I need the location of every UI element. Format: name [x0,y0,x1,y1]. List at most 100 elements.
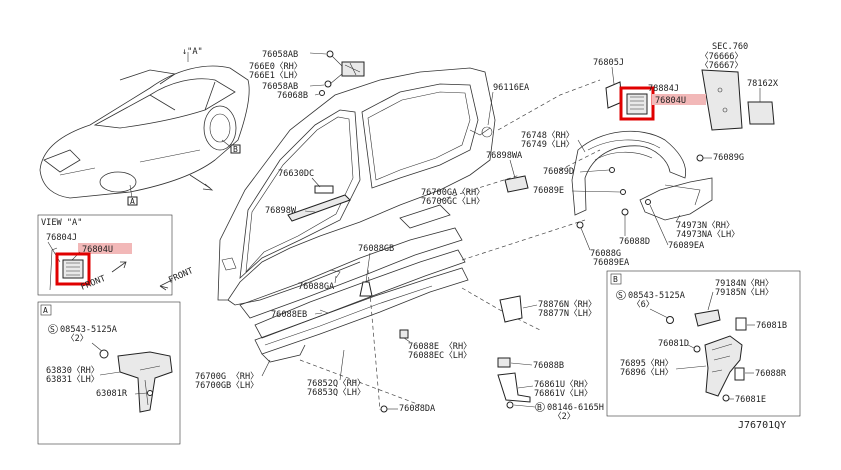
label-76700g: 76700G 〈RH〉 [195,372,259,382]
label-76804u-main: 76804U [655,96,686,106]
label-76088g: 76088G [590,249,621,259]
svg-text:S: S [618,291,623,300]
label-76081e: 76081E [735,395,766,405]
clip-76089e [620,189,626,195]
ref-b-label: B [233,145,238,154]
label-63830: 63830〈RH〉 [46,366,99,376]
body-side-panel [217,67,496,306]
label-76896: 76896〈LH〉 [620,368,673,378]
screw-symbol-box-a: S [48,324,58,334]
highlight-76804u-view [78,243,132,254]
box-a-ref: A [43,306,48,315]
clip-76089d [609,167,615,173]
label-96116ea: 96116EA [493,83,530,93]
label-76081d: 76081D [658,339,689,349]
clip-63081r [147,390,153,396]
clip-76068b [319,90,325,96]
label-766e1: 766E1〈LH〉 [249,71,302,81]
label-76898wa: 76898WA [486,151,523,161]
clip-76081d [693,345,701,353]
label-76088r: 76088R [755,369,787,379]
label-78876n: 78876N〈RH〉 [538,300,597,310]
label-79185n: 79185N〈LH〉 [715,288,774,298]
clip-76089g [696,154,704,162]
label-front-main: FRONT [167,266,195,286]
label-76700gb: 76700GB〈LH〉 [195,381,259,391]
label-76058ab-top: 76058AB [262,50,298,60]
screw-box-a [99,349,109,359]
label-08146: 08146-6165H [547,403,604,413]
label-76749: 76749〈LH〉 [521,140,574,150]
label-76805j: 76805J [593,58,624,68]
detail-box-a [37,301,181,445]
ref-a-label: A [130,197,135,206]
label-76088e: 76088E 〈RH〉 [408,342,472,352]
part-76861u [497,372,531,403]
label-76630dc: 76630DC [278,169,314,179]
part-76895 [704,335,743,397]
label-76748: 76748〈RH〉 [521,131,574,141]
label-76058ab-mid: 76058AB [262,82,298,92]
part-76898wa [504,175,529,193]
part-76630dc [314,185,334,194]
label-78162x: 78162X [747,79,779,89]
label-79184n: 79184N〈RH〉 [715,279,774,289]
label-76861v: 76861V〈LH〉 [534,389,593,399]
clip-76088gb [359,281,373,297]
part-76088r [734,367,745,381]
part-sec760-panel [701,69,743,131]
label-76088d: 76088D [619,237,650,247]
part-76898w [287,194,351,222]
part-78162x [747,101,775,125]
label-78877n: 78877N〈LH〉 [538,309,597,319]
svg-text:S: S [50,325,55,334]
label-76853q: 76853Q〈LH〉 [307,388,366,398]
label-76088ec: 76088EC〈LH〉 [408,351,472,361]
detail-box-b [606,270,801,417]
part-76081b [735,317,747,331]
label-76089ea-right: 76089EA [668,241,705,251]
box-b-ref: B [613,275,618,284]
clip-76088da [380,405,388,413]
figure-code: J76701QY [738,420,786,431]
label-08146-qty: 〈2〉 [553,412,575,422]
label-63831: 63831〈LH〉 [46,375,99,385]
view-a-arrow-label: ↓"A" [182,47,203,57]
part-79184n [694,309,721,327]
label-76861u: 76861U〈RH〉 [534,380,593,390]
box-a-qty-label: 〈2〉 [66,334,88,344]
label-76089ea-bottom: 76089EA [593,258,630,268]
label-766e0: 766E0〈RH〉 [249,62,302,72]
bolt-symbol-08146: B [535,402,545,412]
clip-76088g [576,221,584,229]
label-76700ga: 76700GA〈RH〉 [421,188,485,198]
label-sec-76667: 〈76667〉 [700,61,743,71]
label-sec-76666: 〈76666〉 [700,52,743,62]
label-76852q: 76852Q〈RH〉 [307,379,366,389]
clip-76089ea [645,199,651,205]
screw-box-b [666,316,674,324]
label-76898w: 76898W [265,206,297,216]
part-76088e [399,329,409,339]
part-78876n [499,295,523,323]
car-illustration [39,52,250,206]
box-a-screw-label: 08543-5125A [60,325,118,335]
label-76089d: 76089D [543,167,574,177]
box-b-screw-label: 08543-5125A [628,291,686,301]
svg-text:B: B [537,403,542,412]
clip-76058ab-mid [324,80,332,88]
label-76081b: 76081B [756,321,787,331]
screw-symbol-box-b: S [616,290,626,300]
bolt-08146 [506,401,514,409]
label-76804j-view: 76804J [46,233,77,243]
label-76088gb: 76088GB [358,244,394,254]
view-a-frame [37,214,173,296]
box-b-qty-label: 〈6〉 [632,300,654,310]
view-a-title: VIEW "A" [41,218,82,228]
label-76088eb: 76088EB [271,310,307,320]
label-sec-760: SEC.760 [712,42,748,52]
label-78884j: 78884J [648,84,679,94]
callout-box-view [55,252,91,286]
label-76089g: 76089G [713,153,744,163]
